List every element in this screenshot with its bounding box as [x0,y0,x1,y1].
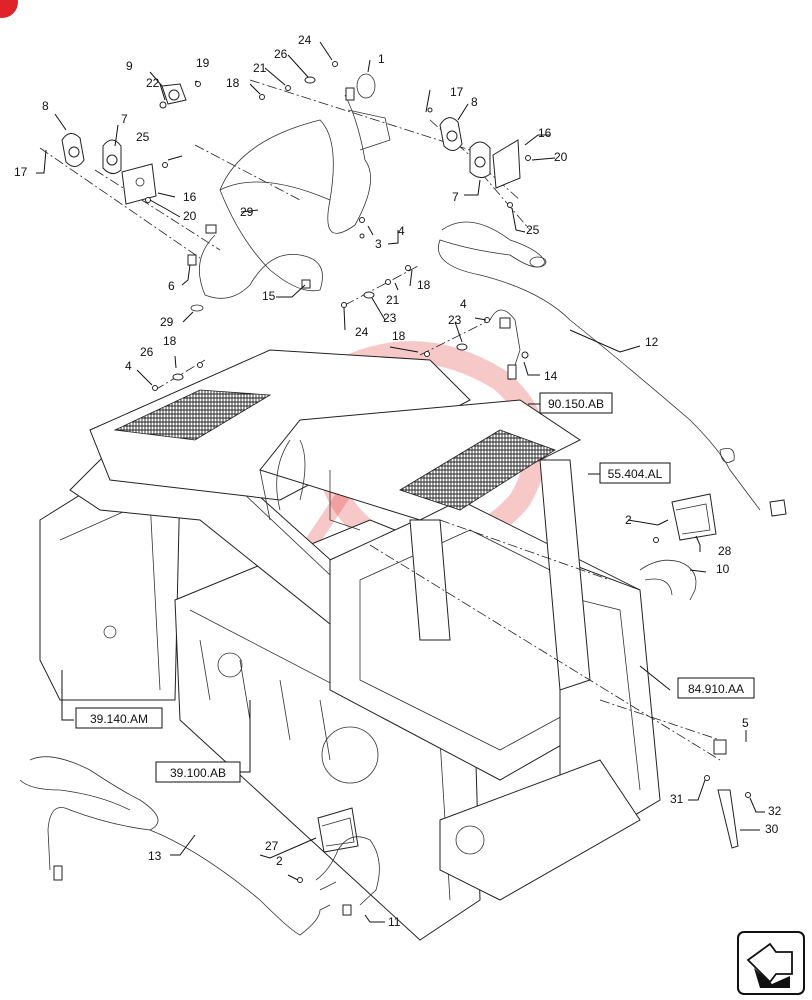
leader-lines [36,41,765,923]
parts-right-lower [704,739,751,849]
callout-24: 24 [298,33,312,47]
reference-label: 90.150.AB [548,397,604,411]
callout-8: 8 [471,95,478,109]
callout-18: 18 [163,334,177,348]
callout-25: 25 [136,130,150,144]
callout-25: 25 [526,223,540,237]
callout-18: 18 [417,278,431,292]
callout-24: 24 [355,325,369,339]
callout-29: 29 [240,205,254,219]
callout-27: 27 [265,839,279,853]
callout-14: 14 [544,369,558,383]
callout-23: 23 [448,313,462,327]
machine-frame [39,349,661,941]
callout-18: 18 [392,329,406,343]
parts-upper-right [341,107,787,517]
wiring-harness-upper [187,87,391,312]
reference-box-55-404-al[interactable]: 55.404.AL [599,462,671,484]
callout-16: 16 [538,126,552,140]
callout-4: 4 [398,224,405,238]
callout-17: 17 [450,85,464,99]
callout-6: 6 [168,279,175,293]
callout-2: 2 [625,513,632,527]
cab-rops [259,399,591,691]
callout-15: 15 [262,289,276,303]
callout-20: 20 [554,150,568,164]
parts-lower-left [19,756,380,936]
callout-19: 19 [196,56,210,70]
callout-2: 2 [276,854,283,868]
callout-5: 5 [742,716,749,730]
callout-4: 4 [125,359,132,373]
callout-7: 7 [452,190,459,204]
callout-21: 21 [253,61,267,75]
callout-16: 16 [183,190,197,204]
reference-label: 84.910.AA [688,682,744,696]
callout-11: 11 [388,915,401,929]
callout-29: 29 [160,315,174,329]
corner-badge [0,0,18,18]
reference-boxes: 90.150.AB 55.404.AL 84.910.AA 39.140.AM … [75,392,755,783]
parts-right-light [639,493,717,601]
callout-13: 13 [148,849,162,863]
callout-26: 26 [140,345,154,359]
callout-18: 18 [226,76,240,90]
callout-12: 12 [645,335,659,349]
parts-left-hardware [152,362,203,391]
callout-8: 8 [42,99,49,113]
callout-4: 4 [460,297,467,311]
reference-box-39-100-ab[interactable]: 39.100.AB [155,761,241,783]
reference-box-84-910-aa[interactable]: 84.910.AA [677,677,755,699]
callout-1: 1 [378,52,385,66]
callout-22: 22 [146,76,160,90]
callout-26: 26 [274,47,288,61]
callout-28: 28 [718,544,732,558]
callout-10: 10 [716,562,730,576]
callout-30: 30 [765,822,779,836]
callout-20: 20 [183,209,197,223]
next-page-arrow-icon[interactable] [737,931,805,995]
callout-23: 23 [383,311,397,325]
callout-21: 21 [386,293,400,307]
callout-17: 17 [14,165,28,179]
callout-labels: 1 2 2 3 4 4 4 5 6 7 7 8 8 9 10 11 12 13 … [14,33,782,929]
callout-32: 32 [768,804,782,818]
reference-label: 39.100.AB [170,766,226,780]
callout-3: 3 [375,237,382,251]
callout-31: 31 [670,792,684,806]
reference-label: 55.404.AL [608,467,663,481]
reference-box-39-140-am[interactable]: 39.140.AM [75,707,163,729]
parts-upper-left [61,61,376,205]
reference-label: 39.140.AM [90,712,148,726]
callout-7: 7 [121,112,128,126]
callout-9: 9 [126,59,133,73]
reference-box-90-150-ab[interactable]: 90.150.AB [539,392,613,414]
